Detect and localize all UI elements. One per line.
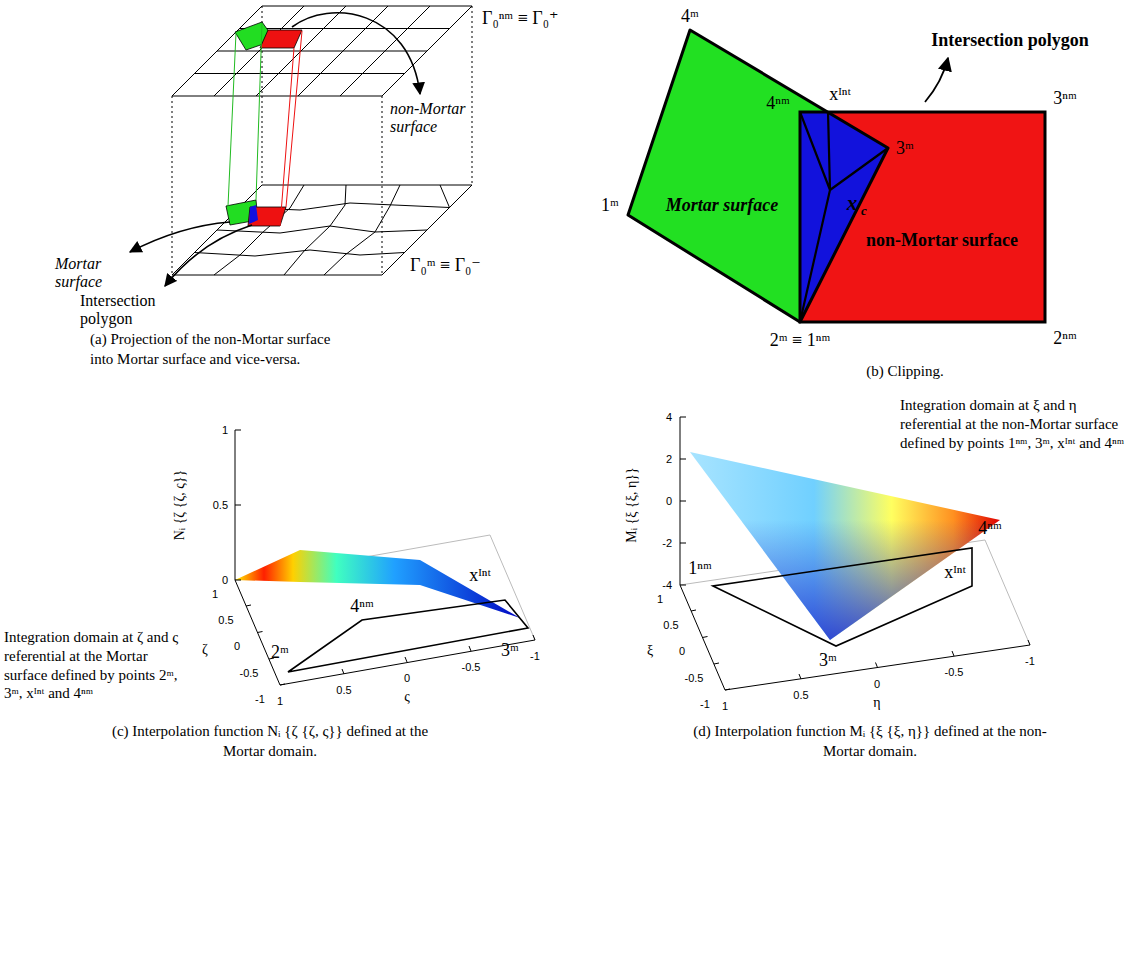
figure-caption: (d) Interpolation function Mᵢ {ξ {ξ, η}}… [690, 722, 1050, 761]
annotation: Integration domain at ζ and ς referentia… [4, 628, 192, 703]
tick-label: 1 [277, 695, 283, 708]
tick-marks [680, 417, 1030, 690]
top-grid [172, 6, 472, 96]
mortar-outline [628, 30, 888, 322]
axes [680, 417, 1030, 690]
intersection-patch-bottom [249, 205, 258, 224]
leader-arrow [925, 58, 948, 102]
point-label: 3ᵐ [819, 650, 837, 671]
tick-label: 0 [666, 495, 672, 508]
tick-label: -0.5 [685, 672, 704, 685]
annotation: Integration domain at ξ and η referentia… [900, 396, 1138, 452]
tick-label: 2 [666, 453, 672, 466]
floor-back-edges [235, 535, 535, 640]
region-label: Intersection polygon [931, 30, 1089, 51]
tick-label: 1 [722, 700, 728, 713]
point-label: c [861, 204, 867, 219]
intersection-polygon [800, 112, 888, 322]
surface [235, 550, 520, 618]
point-label: 4ᵐ [681, 6, 699, 27]
nonmortar-patch-top [260, 30, 302, 48]
axis-label: Mᵢ {ξ {ξ, η}} [624, 467, 640, 542]
point-label: 3ᵐ [501, 640, 519, 661]
projection-box [172, 6, 472, 275]
tick-label: -1 [530, 650, 540, 663]
point-label: 3ᵐ [896, 138, 914, 159]
surface-label: non-Mortar surface [390, 100, 466, 137]
point-label: 2ᵐ ≡ 1ⁿᵐ [770, 330, 830, 351]
figure-caption: (b) Clipping. [866, 363, 944, 380]
tick-label: -1 [1025, 655, 1035, 668]
point-label: Γ₀ᵐ ≡ Γ₀⁻ [410, 255, 481, 276]
tick-label: -0.5 [462, 661, 481, 674]
tick-label: -2 [662, 537, 672, 550]
clipping-figure [628, 30, 1045, 322]
axis-label: ξ [647, 643, 653, 659]
point-label: 1ⁿᵐ [688, 558, 711, 579]
tick-label: 0.5 [336, 684, 351, 697]
point-label: 4ⁿᵐ [350, 596, 373, 617]
integration-domain [713, 548, 972, 646]
point-label: x [847, 191, 858, 215]
leader-arrow [130, 222, 230, 252]
point-label: 3ⁿᵐ [1053, 88, 1076, 109]
point-label: 4ⁿᵐ [766, 93, 789, 114]
axis-label: ζ [202, 642, 208, 658]
surface-label: Mortar surface [55, 255, 127, 292]
tick-label: 1 [657, 593, 663, 606]
tick-label: -0.5 [240, 667, 259, 680]
axes [235, 430, 535, 685]
nonmortar-outline [800, 112, 1045, 322]
point-label: 4ⁿᵐ [978, 518, 1001, 539]
tick-label: -0.5 [945, 666, 964, 679]
tick-label: 0.5 [213, 499, 228, 512]
point-label: xᴵⁿᵗ [829, 84, 851, 105]
leader-arrow [165, 225, 252, 286]
point-label: 1ᵐ [601, 195, 619, 216]
projection-lines-red [280, 31, 302, 226]
tick-label: -1 [700, 698, 710, 711]
nonmortar-surface [800, 112, 1045, 322]
figure-caption: (c) Interpolation function Nᵢ {ζ {ζ, ς}}… [100, 722, 440, 761]
tick-label: 1 [222, 424, 228, 437]
projection-lines-green [228, 23, 262, 206]
figure-caption: (a) Projection of the non-Mortar surface… [90, 330, 352, 369]
point-label: Γ₀ⁿᵐ ≡ Γ₀⁺ [482, 8, 558, 29]
tick-marks [235, 430, 535, 685]
tick-label: 1 [212, 588, 218, 601]
surface-label: Intersection polygon [80, 292, 180, 329]
point-label: 2ⁿᵐ [1053, 328, 1076, 349]
tick-label: 0.5 [218, 614, 233, 627]
region-label: non-Mortar surface [866, 230, 1018, 251]
leader-arrow [292, 13, 420, 94]
plot-mortar [235, 430, 535, 685]
axis-label: ς [404, 689, 410, 705]
tick-label: 0 [404, 672, 410, 685]
plot-nonmortar [680, 417, 1030, 690]
box-verticals [172, 6, 472, 275]
tick-label: 0 [234, 640, 240, 653]
triangulation [800, 112, 888, 322]
tick-label: 0.5 [663, 619, 678, 632]
axis-label: Nᵢ {ζ {ζ, ς}} [172, 470, 188, 540]
tick-label: 0 [874, 678, 880, 691]
tick-label: 4 [666, 411, 672, 424]
projected-patches [130, 13, 420, 286]
tick-label: -4 [662, 579, 672, 592]
region-label: Mortar surface [666, 195, 779, 216]
point-label: 2ᵐ [271, 642, 289, 663]
surface [690, 452, 1000, 640]
tick-label: -1 [255, 693, 265, 706]
tick-label: 0 [222, 574, 228, 587]
tick-label: 0 [679, 645, 685, 658]
mortar-patch-bottom [226, 200, 258, 225]
axis-label: η [873, 695, 880, 711]
point-label: xᴵⁿᵗ [469, 565, 491, 586]
integration-domain [288, 600, 528, 672]
point-label: xᴵⁿᵗ [944, 562, 966, 583]
surface-shade [690, 452, 1000, 640]
tick-label: 0.5 [793, 689, 808, 702]
